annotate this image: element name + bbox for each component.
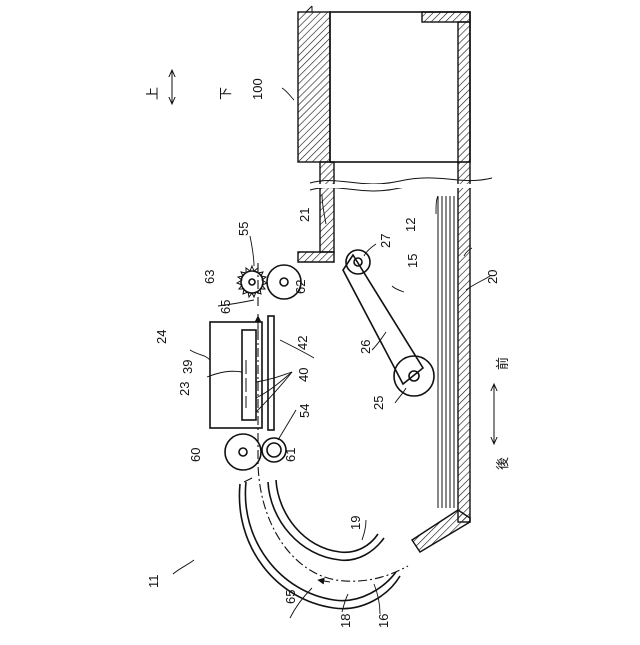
gear-roller-63 <box>237 266 267 297</box>
label-19: 19 <box>348 516 363 530</box>
label-55: 55 <box>236 222 251 236</box>
roller-60 <box>225 434 261 470</box>
printer-top-wall <box>422 12 470 22</box>
label-up: 上 <box>145 87 160 100</box>
head-39 <box>242 330 256 420</box>
label-42: 42 <box>295 336 310 350</box>
label-54: 54 <box>297 404 312 418</box>
label-25: 25 <box>371 396 386 410</box>
housing-wall-21 <box>320 162 334 252</box>
platen-42 <box>268 316 274 430</box>
label-12: 12 <box>403 218 418 232</box>
label-23: 23 <box>177 382 192 396</box>
label-18: 18 <box>338 614 353 628</box>
label-front: 前 <box>495 357 510 370</box>
label-down: 下 <box>218 87 233 100</box>
label-60: 60 <box>188 448 203 462</box>
head-carriage-23 <box>210 322 262 428</box>
label-62: 62 <box>293 280 308 294</box>
label-65-lower: 65 <box>283 590 298 604</box>
label-15: 15 <box>405 254 420 268</box>
label-16: 16 <box>376 614 391 628</box>
print-head-24 <box>210 322 262 428</box>
label-20: 20 <box>485 270 500 284</box>
label-27: 27 <box>378 234 393 248</box>
label-rear: 後 <box>495 457 510 470</box>
label-21: 21 <box>297 208 312 222</box>
label-61: 61 <box>283 448 298 462</box>
printer-body <box>330 12 470 162</box>
pickup-arm-15 <box>343 250 434 396</box>
housing-flange-21 <box>298 252 334 262</box>
label-printer-100: 100 <box>250 78 265 100</box>
label-26: 26 <box>358 340 373 354</box>
rollers <box>225 265 301 470</box>
printer-100 <box>298 6 470 162</box>
label-device-11: 11 <box>146 575 161 589</box>
label-24: 24 <box>154 330 169 344</box>
housing-bottom-corner <box>412 510 470 552</box>
printer-front-panel <box>298 12 330 162</box>
label-39: 39 <box>180 360 195 374</box>
label-40: 40 <box>296 368 311 382</box>
guide-outer-18 <box>245 482 396 601</box>
label-63: 63 <box>202 270 217 284</box>
housing-wall-20 <box>458 22 470 522</box>
paper-stack-12 <box>438 196 454 508</box>
label-65-upper: 65 <box>218 300 233 314</box>
